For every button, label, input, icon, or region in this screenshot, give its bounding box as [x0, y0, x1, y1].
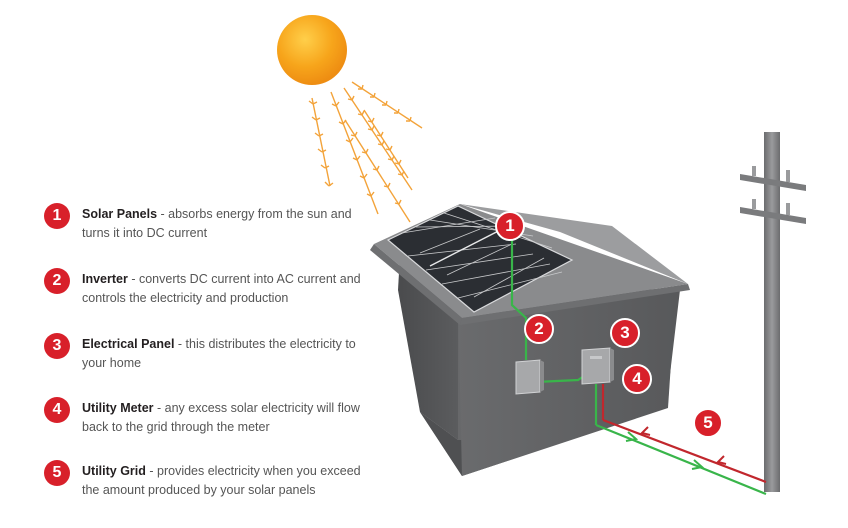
legend-description: - any excess solar electricity will flow…: [82, 401, 360, 434]
legend-description: - converts DC current into AC current an…: [82, 272, 361, 305]
legend-item-electrical-panel: 3 Electrical Panel - this distributes th…: [44, 333, 374, 379]
grid-return-line: [602, 418, 767, 484]
legend-item-utility-meter: 4 Utility Meter - any excess solar elect…: [44, 397, 374, 443]
sun-ray: [363, 109, 409, 179]
legend-description: - absorbs energy from the sun and turns …: [82, 207, 352, 240]
sun-ray: [330, 91, 379, 215]
callout-badge-2: 2: [524, 314, 554, 344]
legend-description: - this distributes the electricity to yo…: [82, 337, 356, 370]
legend-number: 3: [44, 333, 70, 359]
legend-title: Utility Grid: [82, 464, 146, 478]
sun-icon: [277, 15, 347, 85]
callout-badge-5: 5: [693, 408, 723, 438]
legend-text: Electrical Panel - this distributes the …: [82, 335, 374, 373]
flow-arrows: [625, 426, 727, 470]
callout-badge-3: 3: [610, 318, 640, 348]
legend-title: Solar Panels: [82, 207, 158, 221]
electrical-panel-box: [581, 347, 614, 385]
callout-badge-4: 4: [622, 364, 652, 394]
legend-text: Solar Panels - absorbs energy from the s…: [82, 205, 374, 243]
utility-pole: [740, 132, 806, 492]
callout-badge-1: 1: [495, 211, 525, 241]
legend-title: Inverter: [82, 272, 128, 286]
legend-text: Utility Meter - any excess solar electri…: [82, 399, 374, 437]
legend-item-solar-panels: 1 Solar Panels - absorbs energy from the…: [44, 203, 374, 249]
legend-item-inverter: 2 Inverter - converts DC current into AC…: [44, 268, 374, 314]
legend-title: Electrical Panel: [82, 337, 175, 351]
legend-text: Inverter - converts DC current into AC c…: [82, 270, 374, 308]
grid-feed-line: [595, 423, 767, 496]
sun-ray: [308, 97, 334, 187]
legend-description: - provides electricity when you exceed t…: [82, 464, 361, 497]
legend-number: 4: [44, 397, 70, 423]
inverter-box: [515, 359, 544, 395]
sun-ray: [344, 119, 411, 223]
legend-title: Utility Meter: [82, 401, 154, 415]
legend-number: 1: [44, 203, 70, 229]
legend-text: Utility Grid - provides electricity when…: [82, 462, 374, 500]
sun-ray: [351, 81, 423, 129]
legend-number: 5: [44, 460, 70, 486]
sun-rays: [308, 81, 423, 223]
legend-item-utility-grid: 5 Utility Grid - provides electricity wh…: [44, 460, 374, 506]
legend-number: 2: [44, 268, 70, 294]
sun-ray: [343, 87, 413, 191]
